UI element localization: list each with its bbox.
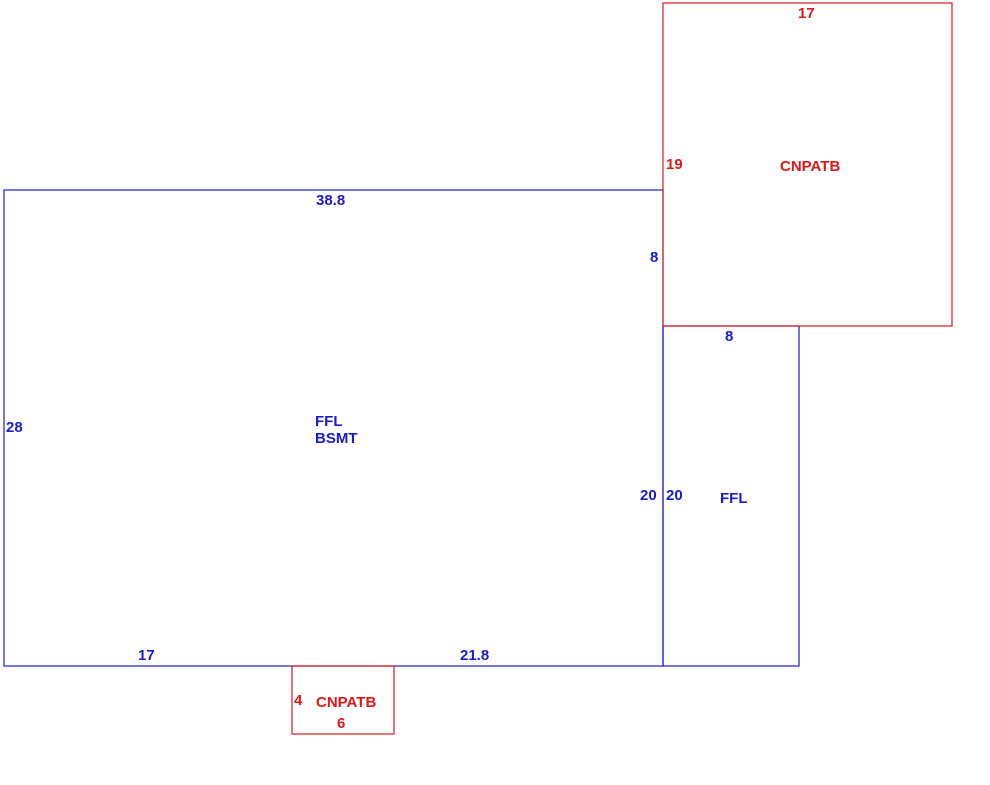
main-area-sublabel: BSMT <box>315 430 358 447</box>
main-left-dimension: 28 <box>6 419 23 436</box>
addition-top-dimension: 8 <box>725 328 733 345</box>
main-right-upper-dimension: 8 <box>650 249 658 266</box>
lower-porch-bottom-dimension: 6 <box>337 715 345 732</box>
main-top-dimension: 38.8 <box>316 192 345 209</box>
upper-porch-top-dimension: 17 <box>798 5 815 22</box>
addition-area-label: FFL <box>720 490 748 507</box>
main-bottom-left-dimension: 17 <box>138 647 155 664</box>
upper-porch-outline <box>662 2 953 327</box>
lower-porch-left-dimension: 4 <box>294 692 303 709</box>
upper-porch-label: CNPATB <box>780 158 840 175</box>
main-area-label: FFL <box>315 413 343 430</box>
main-bottom-right-dimension: 21.8 <box>460 647 489 664</box>
addition-left-dimension: 20 <box>666 487 683 504</box>
lower-porch-label: CNPATB <box>316 694 376 711</box>
main-right-lower-dimension: 20 <box>640 487 657 504</box>
lower-porch-outline <box>291 665 395 735</box>
upper-porch-left-dimension: 19 <box>666 156 683 173</box>
